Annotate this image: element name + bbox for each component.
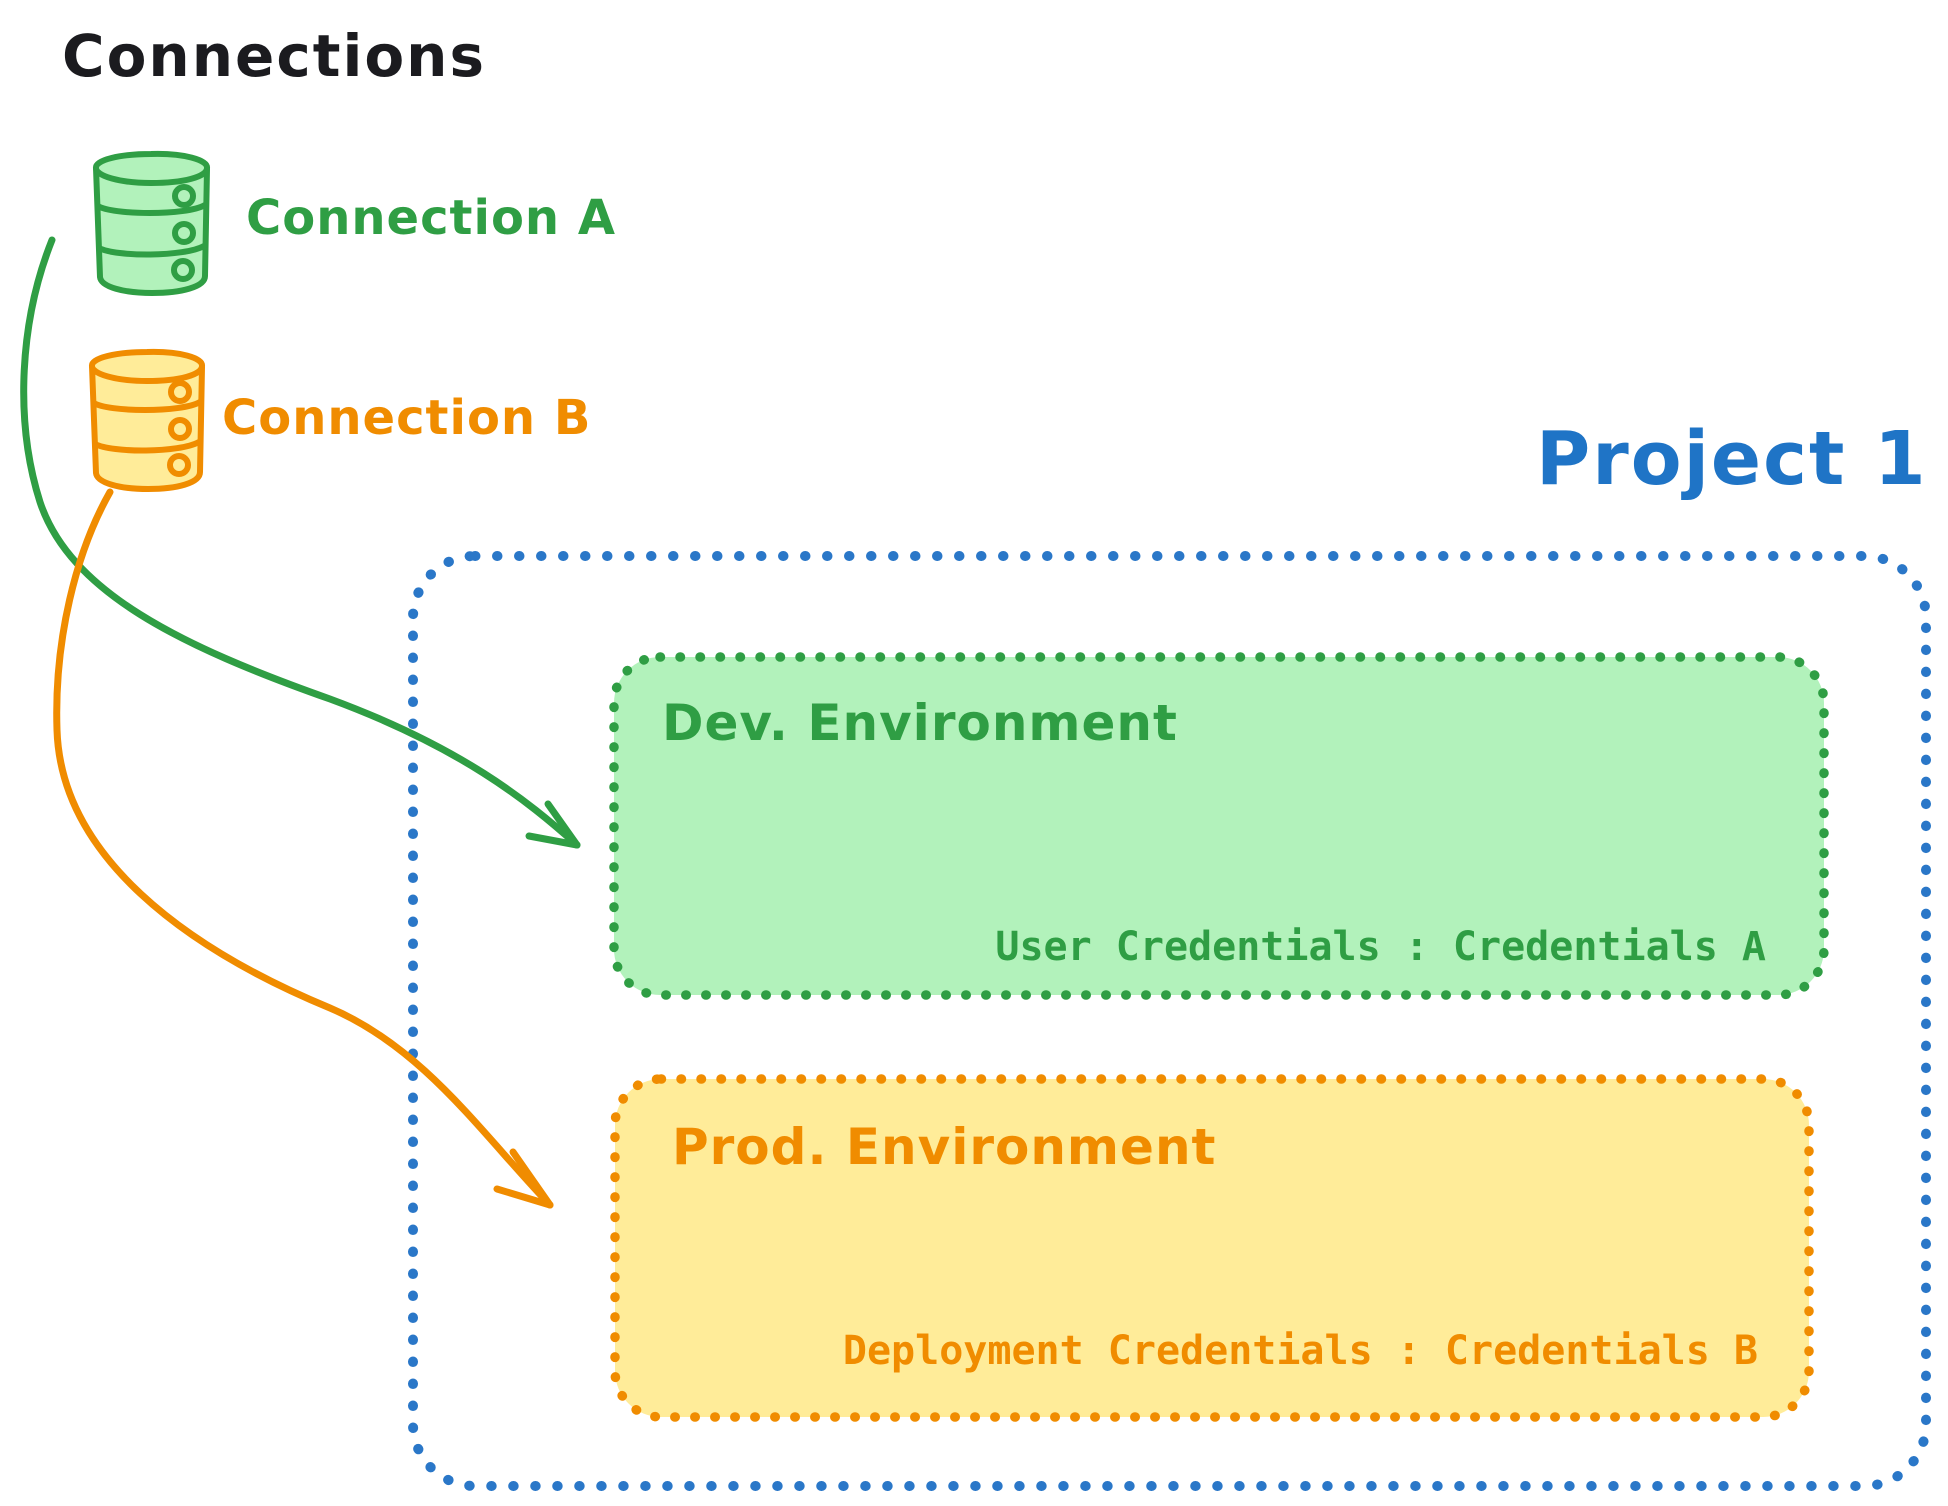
project-title: Project 1	[1536, 416, 1928, 502]
connection-a-label: Connection A	[246, 190, 616, 246]
database-icon	[89, 348, 205, 492]
dev-environment-heading: Dev. Environment	[662, 694, 1178, 752]
prod-environment-box	[610, 1074, 1814, 1422]
connection-b-label: Connection B	[222, 390, 592, 446]
project-container-border	[408, 551, 1931, 1491]
connections-heading: Connections	[62, 22, 486, 90]
dev-environment-credentials: User Credentials : Credentials A	[995, 924, 1766, 970]
database-icon	[93, 150, 210, 296]
arrow-connection-b-to-prod	[53, 488, 554, 1209]
dev-environment-box	[609, 652, 1829, 1000]
prod-environment-credentials: Deployment Credentials : Credentials B	[842, 1328, 1758, 1374]
prod-environment-heading: Prod. Environment	[672, 1118, 1217, 1176]
arrow-connection-a-to-dev	[20, 236, 581, 849]
